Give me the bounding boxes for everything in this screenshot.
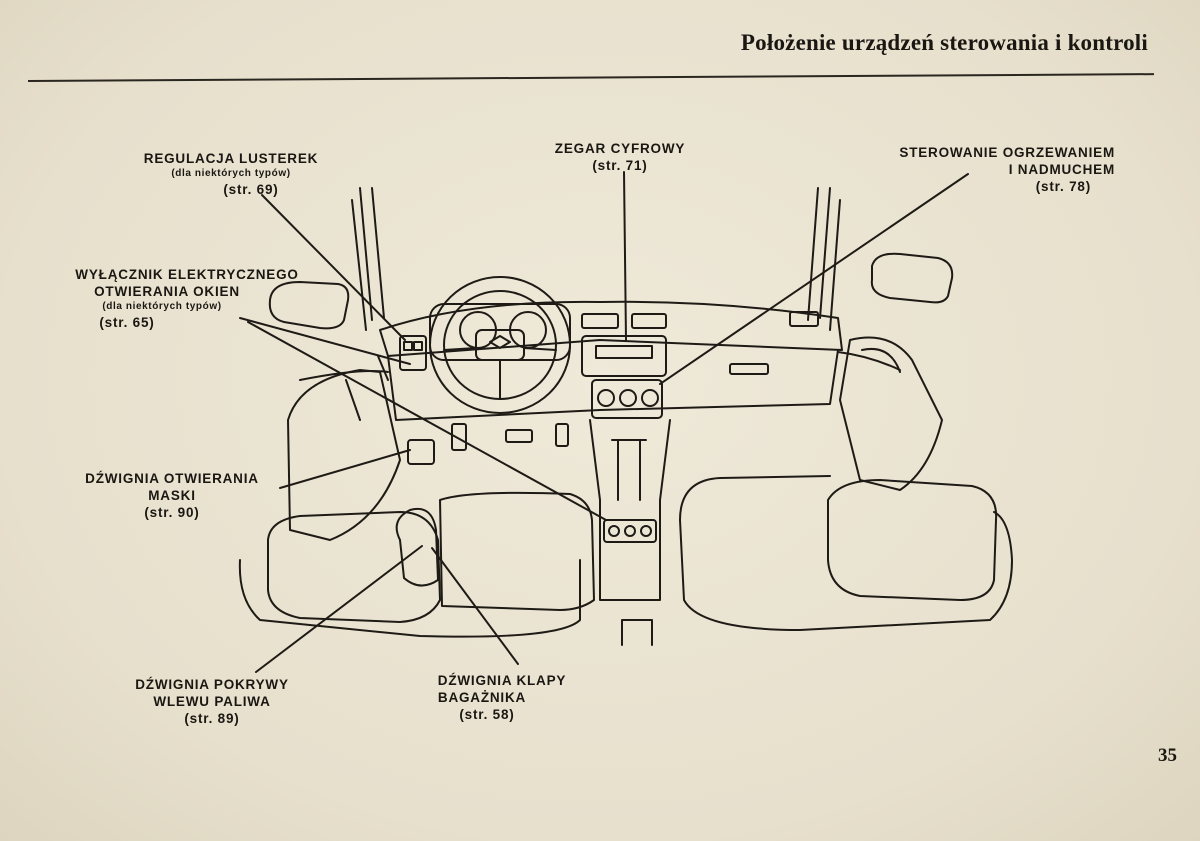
callout-windows-title-2: OTWIERANIA OKIEN <box>94 284 240 299</box>
left-a-pillar <box>351 187 385 331</box>
callout-hood: DŹWIGNIA OTWIERANIA MASKI (str. 90) <box>62 470 282 521</box>
center-tunnel <box>589 419 671 601</box>
glovebox-latch <box>729 363 769 375</box>
callout-trunk-title-1: DŹWIGNIA KLAPY <box>437 673 567 688</box>
leader-hood <box>279 449 411 489</box>
callout-fuel: DŹWIGNIA POKRYWY WLEWU PALIWA (str. 89) <box>112 676 312 727</box>
dashboard-lower <box>387 349 839 421</box>
callout-windows-title-1: WYŁĄCZNIK ELEKTRYCZNEGO <box>75 267 299 282</box>
leader-windows-b <box>247 321 607 521</box>
left-side-mirror <box>268 281 350 330</box>
mirror-switch-panel <box>399 335 427 371</box>
callout-trunk-title-2: BAGAŻNIKA <box>437 690 527 705</box>
callout-heating: STEROWANIE OGRZEWANIEM I NADMUCHEM (str.… <box>830 144 1115 195</box>
hood-release-lever <box>407 439 435 465</box>
dashboard-top <box>379 300 843 357</box>
callout-mirrors-title: REGULACJA LUSTEREK <box>143 151 319 166</box>
leader-heating <box>659 173 969 385</box>
callout-clock-ref: (str. 71) <box>592 158 648 173</box>
right-door <box>839 336 943 491</box>
radio-panel <box>581 335 667 377</box>
callout-trunk-ref: (str. 58) <box>459 707 515 722</box>
callout-fuel-title-1: DŹWIGNIA POKRYWY <box>135 677 289 692</box>
gear-shifter <box>611 439 647 501</box>
steering-wheel <box>429 276 571 414</box>
callout-windows-ref: (str. 65) <box>99 315 155 330</box>
callout-clock-title: ZEGAR CYFROWY <box>554 141 686 156</box>
callout-windows-note: (dla niektórych typów) <box>102 301 222 312</box>
leader-mirrors <box>261 194 406 341</box>
callout-fuel-title-2: WLEWU PALIWA <box>153 694 271 709</box>
callout-hood-ref: (str. 90) <box>144 505 200 520</box>
window-switch-console <box>603 519 657 543</box>
leader-fuel <box>255 545 423 673</box>
callout-fuel-ref: (str. 89) <box>184 711 240 726</box>
callout-trunk: DŹWIGNIA KLAPY BAGAŻNIKA (str. 58) <box>402 672 602 723</box>
callout-mirrors: REGULACJA LUSTEREK (dla niektórych typów… <box>116 150 346 198</box>
callout-hood-title-2: MASKI <box>148 488 196 503</box>
leader-trunk <box>431 547 519 665</box>
page-title: Położenie urządzeń sterowania i kontroli <box>740 30 1148 55</box>
left-door <box>287 369 401 541</box>
callout-mirrors-ref: (str. 69) <box>223 182 279 197</box>
callout-hood-title-1: DŹWIGNIA OTWIERANIA <box>85 471 259 486</box>
callout-heating-title-1: STEROWANIE OGRZEWANIEM <box>899 145 1115 160</box>
right-a-pillar <box>807 187 841 331</box>
climate-panel <box>591 379 663 419</box>
left-seat-back <box>439 491 595 611</box>
callout-heating-title-2: I NADMUCHEM <box>1008 162 1115 177</box>
leader-clock <box>623 171 627 341</box>
left-front-seat <box>267 511 441 623</box>
callout-clock: ZEGAR CYFROWY (str. 71) <box>520 140 720 174</box>
right-front-seat <box>827 479 998 601</box>
callout-heating-ref: (str. 78) <box>1035 179 1091 194</box>
callout-windows: WYŁĄCZNIK ELEKTRYCZNEGO OTWIERANIA OKIEN… <box>52 266 322 331</box>
seat-side-levers <box>395 508 439 587</box>
page-number: 35 <box>1158 745 1177 766</box>
leader-windows-a <box>239 317 411 365</box>
right-side-mirror <box>870 252 954 304</box>
callout-mirrors-note: (dla niektórych typów) <box>171 168 291 179</box>
